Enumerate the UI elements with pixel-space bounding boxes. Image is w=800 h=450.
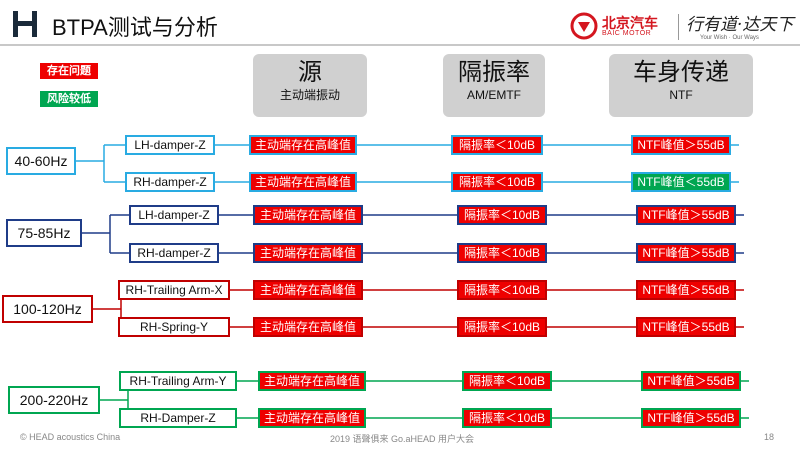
column-subtitle: 主动端振动 [279,88,340,102]
header-divider [0,44,800,46]
page-title: BTPA测试与分析 [52,15,218,40]
component-box: RH-Trailing Arm-Y [119,371,237,391]
source-status-cell: 主动端存在高峰值 [253,317,363,337]
head-logo-icon [13,11,37,37]
component-box: RH-damper-Z [125,172,215,192]
frequency-band-box: 100-120Hz [2,295,93,323]
frequency-band-box: 75-85Hz [6,219,82,247]
source-status-cell: 主动端存在高峰值 [253,205,363,225]
column-title: 隔振率 [458,59,530,86]
source-status-cell: 主动端存在高峰值 [249,172,357,192]
component-box: RH-Damper-Z [119,408,237,428]
component-box: RH-Trailing Arm-X [118,280,230,300]
baic-logo-icon [570,12,598,40]
column-subtitle: NTF [669,88,693,102]
ntf-status-cell: NTF峰值＞55dB [641,371,741,391]
ntf-status-cell: NTF峰值＞55dB [636,280,736,300]
source-status-cell: 主动端存在高峰值 [253,243,363,263]
ntf-status-cell: NTF峰值＜55dB [631,172,731,192]
brand-name-cn: 北京汽车 [602,15,658,31]
isolation-status-cell: 隔振率＜10dB [457,317,547,337]
source-status-cell: 主动端存在高峰值 [253,280,363,300]
ntf-status-cell: NTF峰值＞55dB [636,243,736,263]
isolation-status-cell: 隔振率＜10dB [451,135,543,155]
brand-divider [678,14,679,40]
column-title: 源 [298,59,322,86]
ntf-status-cell: NTF峰值＞55dB [636,205,736,225]
footer-event: 2019 语聲俱来 Go.aHEAD 用户大会 [330,434,475,444]
column-title: 车身传递 [633,59,729,86]
source-status-cell: 主动端存在高峰值 [258,371,366,391]
brand-slogan-en: Your Wish · Our Ways [700,35,759,41]
legend-problem: 存在问题 [40,63,98,79]
column-header-ntf: 车身传递 NTF [609,54,753,117]
isolation-status-cell: 隔振率＜10dB [457,280,547,300]
frequency-band-box: 200-220Hz [8,386,100,414]
component-box: RH-Spring-Y [118,317,230,337]
brand-name-en: BAIC MOTOR [602,30,652,37]
isolation-status-cell: 隔振率＜10dB [462,408,552,428]
component-box: RH-damper-Z [129,243,219,263]
component-box: LH-damper-Z [129,205,219,225]
ntf-status-cell: NTF峰值＞55dB [631,135,731,155]
component-box: LH-damper-Z [125,135,215,155]
ntf-status-cell: NTF峰值＞55dB [641,408,741,428]
source-status-cell: 主动端存在高峰值 [249,135,357,155]
column-header-isolation: 隔振率 AM/EMTF [443,54,545,117]
ntf-status-cell: NTF峰值＞55dB [636,317,736,337]
isolation-status-cell: 隔振率＜10dB [457,205,547,225]
column-subtitle: AM/EMTF [467,88,521,102]
column-header-source: 源 主动端振动 [253,54,367,117]
footer-copyright: © HEAD acoustics China [20,432,121,442]
legend-low-risk: 风险较低 [40,91,98,107]
isolation-status-cell: 隔振率＜10dB [451,172,543,192]
baic-brand-block: 北京汽车 BAIC MOTOR 行有道·达天下 Your Wish · Our … [570,10,794,44]
brand-slogan: 行有道·达天下 [686,15,794,35]
source-status-cell: 主动端存在高峰值 [258,408,366,428]
isolation-status-cell: 隔振率＜10dB [457,243,547,263]
isolation-status-cell: 隔振率＜10dB [462,371,552,391]
frequency-band-box: 40-60Hz [6,147,76,175]
page-number: 18 [764,432,775,442]
